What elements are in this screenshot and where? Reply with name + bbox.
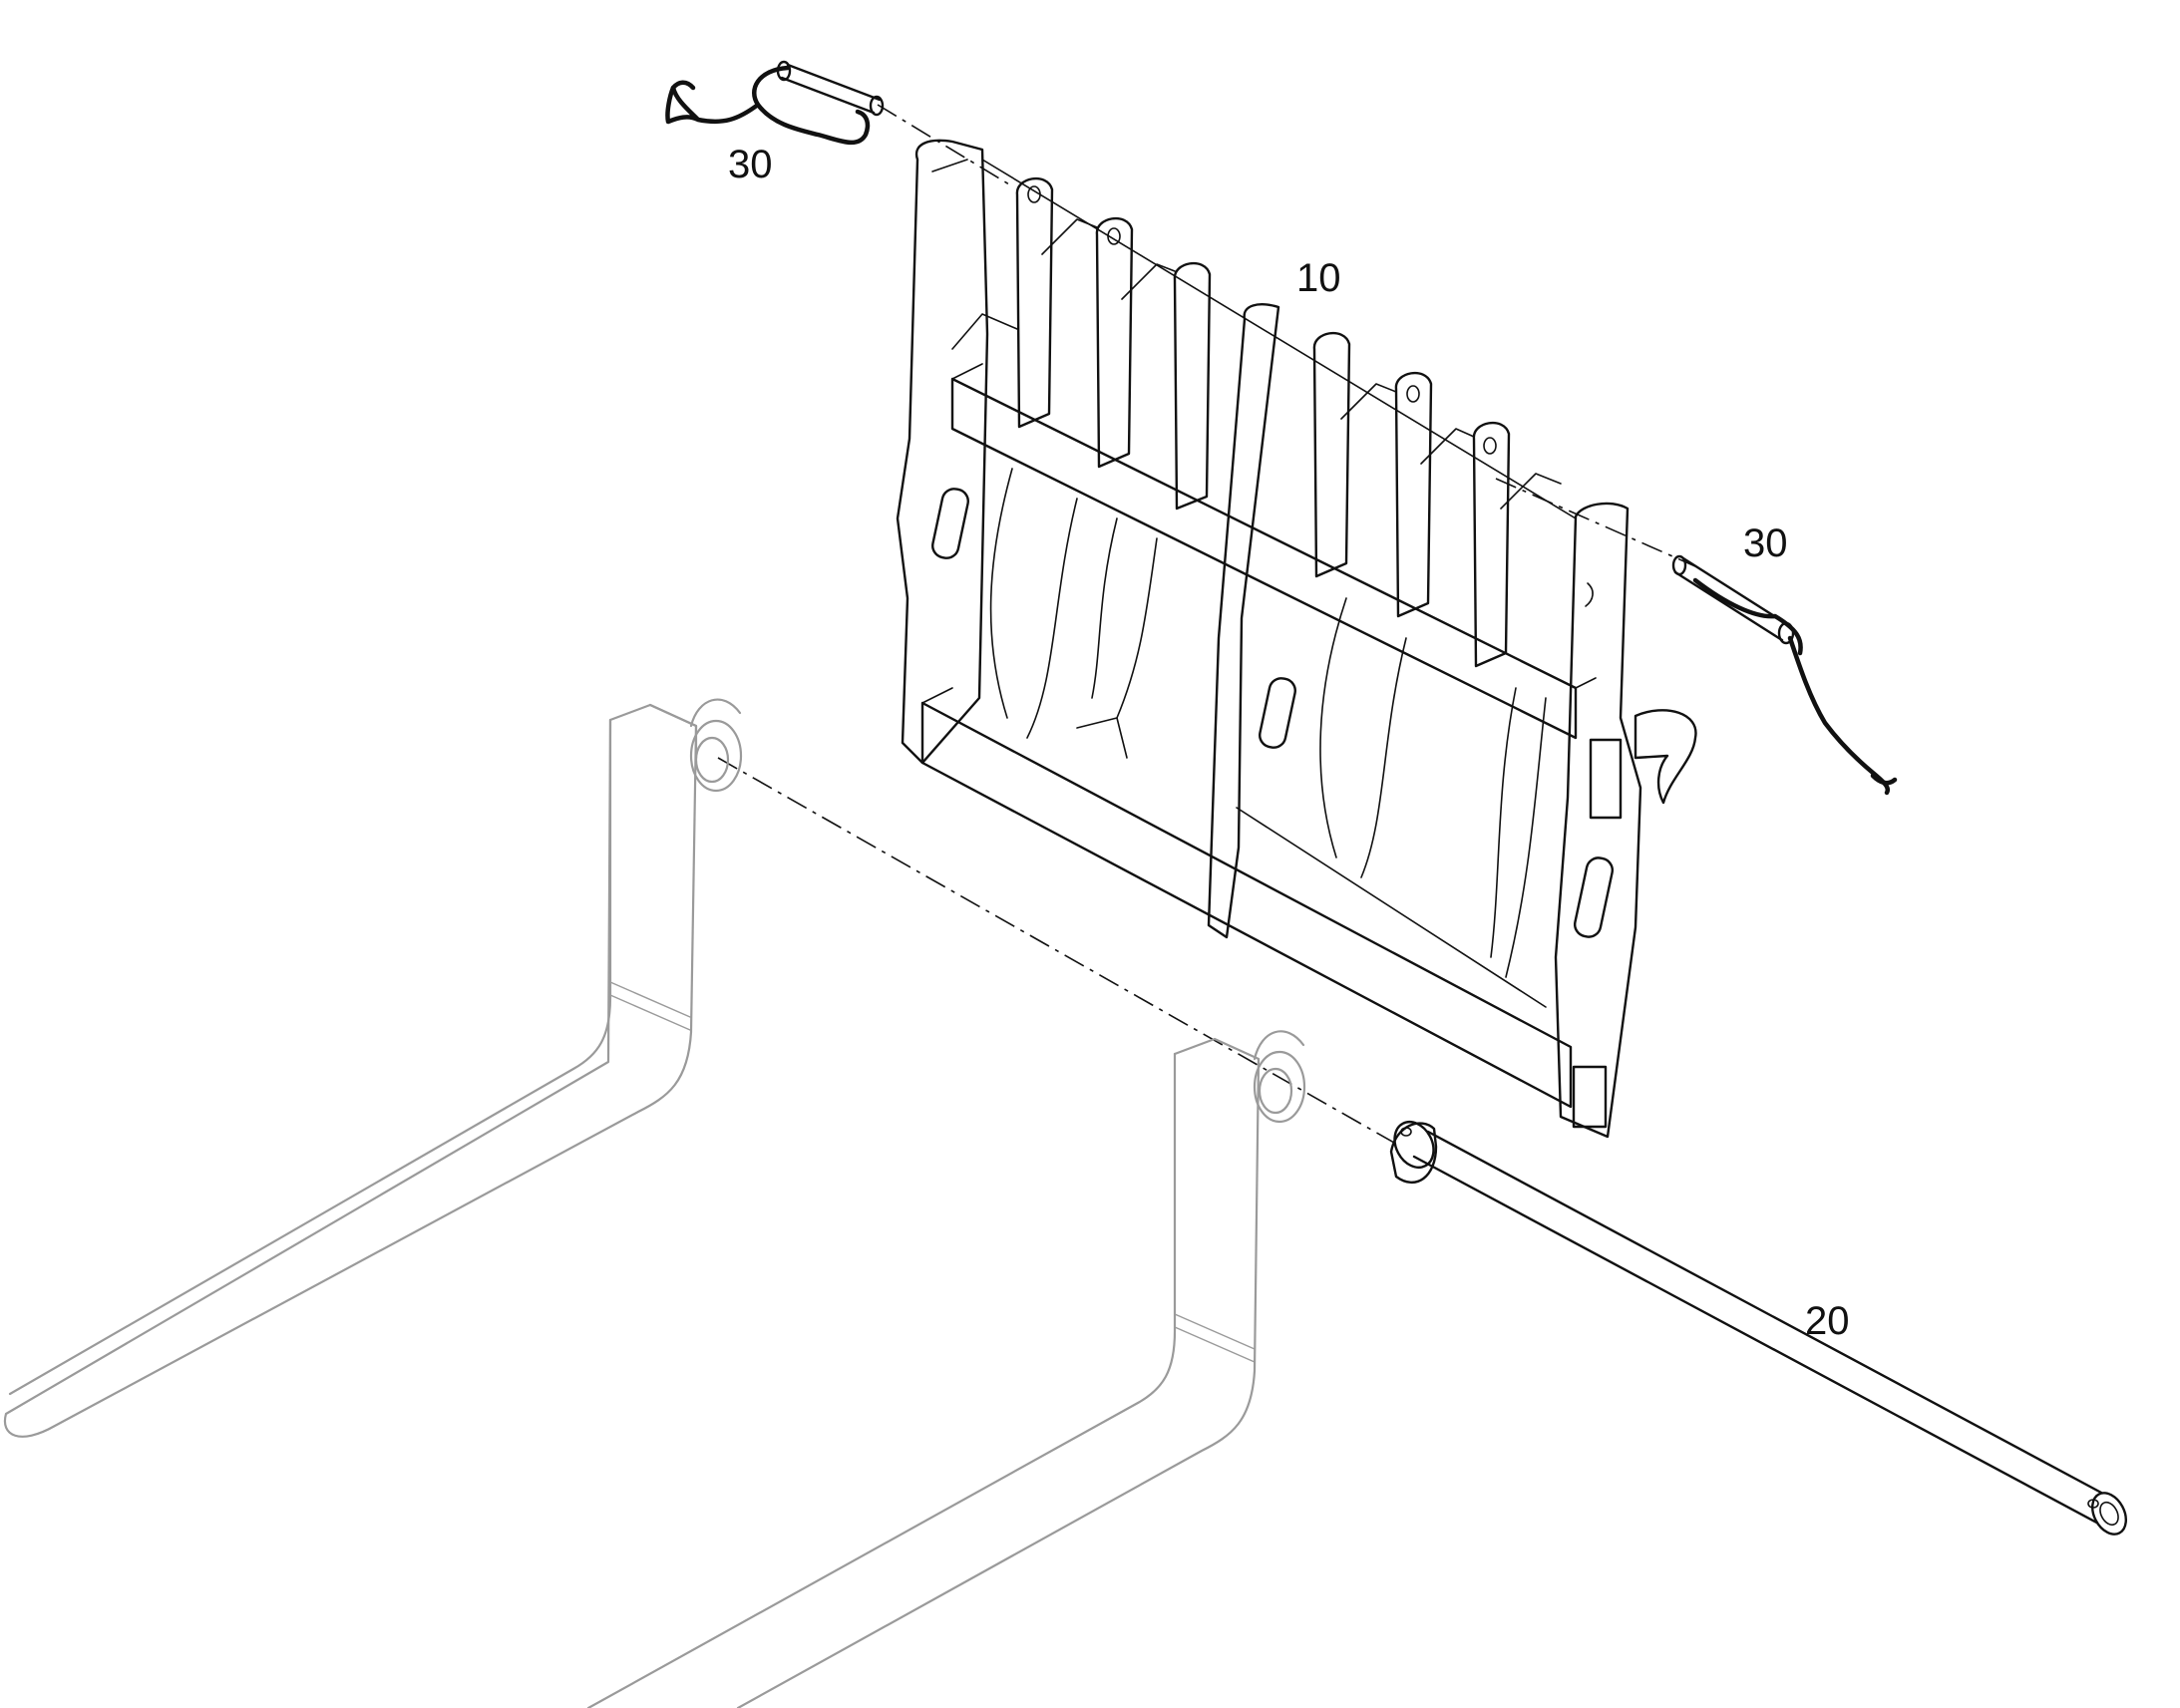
callout-20: 20 — [1805, 1299, 1850, 1343]
callout-30-right: 30 — [1743, 521, 1788, 565]
callout-10: 10 — [1296, 256, 1341, 300]
fork-left — [3, 698, 743, 1438]
fork-right — [586, 1030, 1306, 1708]
fork-carriage-frame — [896, 139, 1697, 1139]
frame-lugs — [1015, 176, 1511, 668]
assembly-centerlines — [717, 104, 1696, 1148]
lynch-pin-right — [1671, 554, 1898, 796]
callout-30-left: 30 — [728, 143, 773, 186]
fork-pin — [1389, 1120, 2127, 1536]
lynch-pin-left — [665, 60, 885, 146]
callout-labels: 10 20 30 30 — [728, 143, 1850, 1343]
